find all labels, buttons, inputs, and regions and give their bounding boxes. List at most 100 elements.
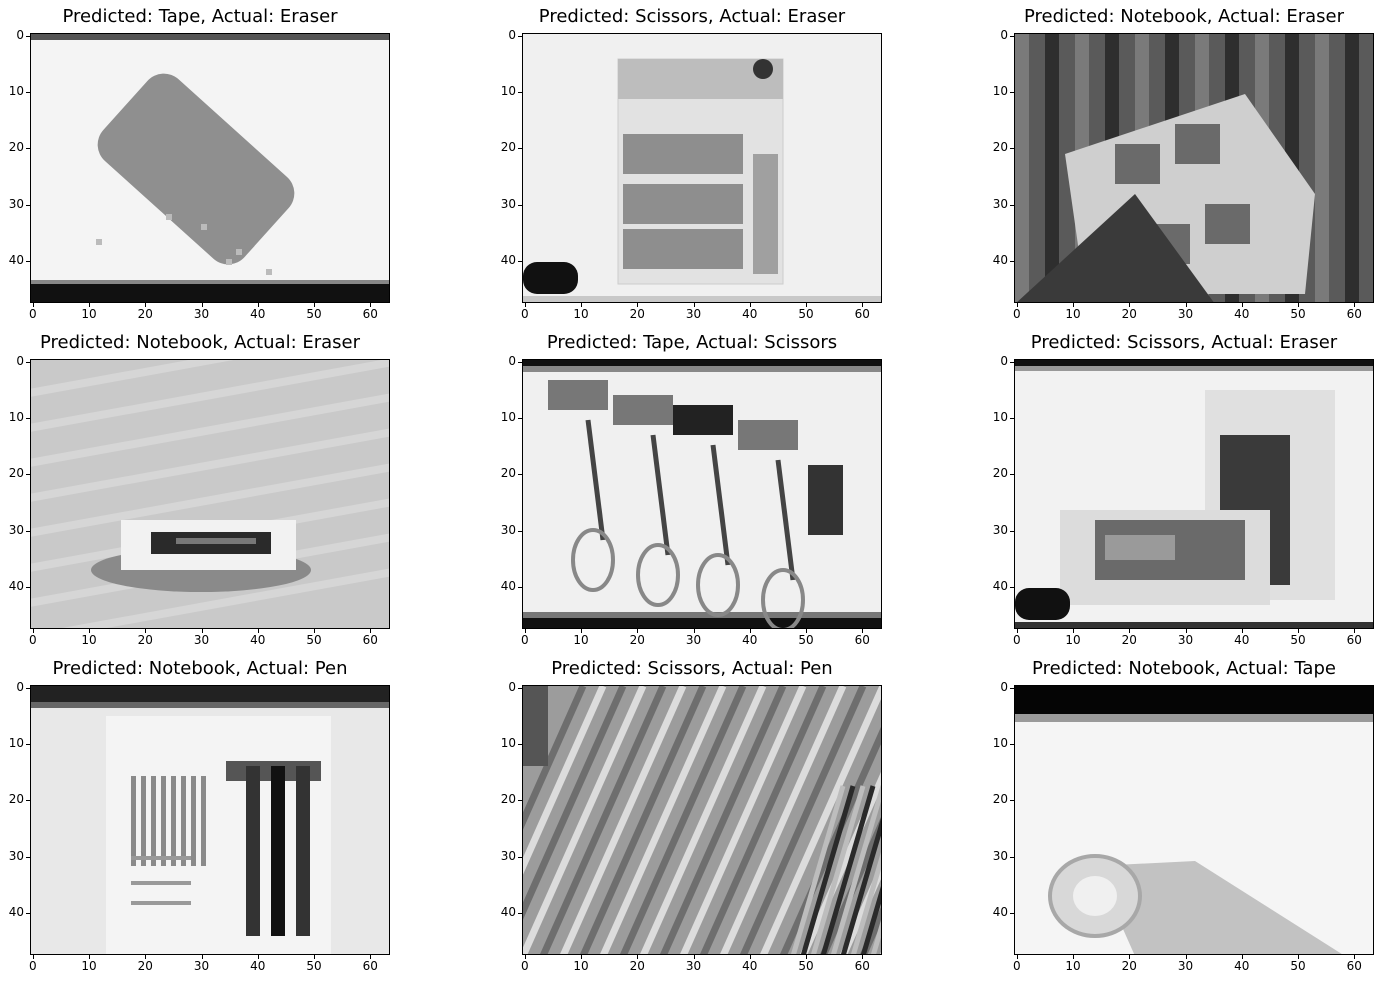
y-tick-label: 20 xyxy=(500,140,516,155)
y-tick-mark xyxy=(518,204,522,206)
y-tick-label: 30 xyxy=(500,848,516,863)
x-tick-label: 20 xyxy=(1121,959,1137,973)
x-tick-label: 30 xyxy=(685,307,702,321)
y-tick-label: 10 xyxy=(500,84,516,99)
y-tick-label: 0 xyxy=(508,679,516,694)
x-tick-mark xyxy=(89,303,91,307)
x-tick-mark xyxy=(693,629,695,633)
x-tick-label: 60 xyxy=(854,633,870,647)
x-tick-mark xyxy=(1298,955,1300,959)
y-tick-label: 30 xyxy=(8,848,24,863)
x-tick-label: 20 xyxy=(137,307,153,321)
x-tick-mark xyxy=(1185,303,1187,307)
x-tick-label: 60 xyxy=(1346,959,1362,973)
x-tick-mark xyxy=(257,303,259,307)
grayscale-image xyxy=(1015,686,1373,954)
x-tick-mark xyxy=(145,629,147,633)
x-tick-mark xyxy=(314,629,316,633)
x-tick-label: 40 xyxy=(1234,959,1250,973)
y-tick-label: 0 xyxy=(16,27,24,42)
x-tick-mark xyxy=(145,955,147,959)
grayscale-image xyxy=(1015,360,1373,628)
y-tick-label: 20 xyxy=(500,466,516,481)
y-tick-label: 40 xyxy=(500,578,516,593)
y-tick-mark xyxy=(1010,586,1014,588)
y-tick-label: 0 xyxy=(16,353,24,368)
y-tick-mark xyxy=(1010,35,1014,37)
grayscale-image xyxy=(31,34,389,302)
x-tick-mark xyxy=(749,629,751,633)
y-tick-label: 20 xyxy=(500,792,516,807)
x-tick-label: 20 xyxy=(1121,633,1137,647)
subplot-title: Predicted: Notebook, Actual: Eraser xyxy=(39,332,361,353)
y-tick-mark xyxy=(1010,474,1014,476)
image-axes xyxy=(30,33,390,303)
y-tick-mark xyxy=(1010,92,1014,94)
image-axes xyxy=(522,685,882,955)
y-tick-label: 20 xyxy=(992,792,1008,807)
y-tick-label: 10 xyxy=(8,84,24,99)
x-tick-label: 40 xyxy=(250,633,266,647)
y-tick-mark xyxy=(26,474,30,476)
x-tick-mark xyxy=(862,955,864,959)
x-tick-label: 0 xyxy=(520,633,529,647)
x-tick-mark xyxy=(314,955,316,959)
x-tick-mark xyxy=(1241,955,1243,959)
y-tick-mark xyxy=(26,260,30,262)
y-tick-mark xyxy=(26,418,30,420)
x-tick-label: 20 xyxy=(629,959,645,973)
y-tick-mark xyxy=(1010,260,1014,262)
x-tick-mark xyxy=(524,955,526,959)
x-tick-mark xyxy=(89,629,91,633)
x-tick-mark xyxy=(1298,629,1300,633)
subplot-title: Predicted: Notebook, Actual: Tape xyxy=(1032,658,1336,679)
y-tick-mark xyxy=(26,856,30,858)
x-tick-mark xyxy=(693,303,695,307)
y-tick-label: 0 xyxy=(16,679,24,694)
y-tick-label: 10 xyxy=(992,84,1008,99)
subplot-title: Predicted: Scissors, Actual: Pen xyxy=(551,658,833,679)
x-tick-label: 40 xyxy=(742,307,758,321)
x-tick-mark xyxy=(1354,955,1356,959)
y-tick-mark xyxy=(518,856,522,858)
x-tick-label: 30 xyxy=(1177,959,1194,973)
x-tick-mark xyxy=(1016,629,1018,633)
y-tick-mark xyxy=(518,912,522,914)
y-tick-mark xyxy=(1010,856,1014,858)
x-tick-label: 60 xyxy=(362,633,378,647)
x-tick-mark xyxy=(370,955,372,959)
x-tick-label: 40 xyxy=(1234,307,1250,321)
y-tick-mark xyxy=(518,148,522,150)
y-tick-mark xyxy=(1010,148,1014,150)
y-tick-label: 0 xyxy=(1000,353,1008,368)
x-tick-label: 60 xyxy=(854,307,870,321)
x-tick-label: 0 xyxy=(520,307,529,321)
x-tick-label: 30 xyxy=(685,633,702,647)
x-tick-mark xyxy=(1129,955,1131,959)
x-tick-mark xyxy=(862,629,864,633)
y-tick-label: 0 xyxy=(508,353,516,368)
y-tick-mark xyxy=(26,35,30,37)
x-tick-mark xyxy=(1129,303,1131,307)
x-tick-mark xyxy=(637,955,639,959)
y-tick-label: 40 xyxy=(992,904,1008,919)
x-tick-mark xyxy=(1073,303,1075,307)
x-tick-mark xyxy=(201,629,203,633)
image-axes xyxy=(1014,33,1374,303)
y-tick-mark xyxy=(26,687,30,689)
x-tick-mark xyxy=(637,629,639,633)
grayscale-image xyxy=(1015,34,1373,302)
y-tick-mark xyxy=(26,92,30,94)
y-tick-label: 30 xyxy=(992,848,1008,863)
x-tick-label: 0 xyxy=(520,959,529,973)
x-tick-mark xyxy=(370,629,372,633)
subplot-title: Predicted: Tape, Actual: Scissors xyxy=(546,332,838,353)
x-tick-label: 10 xyxy=(573,307,589,321)
x-tick-mark xyxy=(1185,955,1187,959)
y-tick-label: 30 xyxy=(500,522,516,537)
x-tick-mark xyxy=(524,629,526,633)
